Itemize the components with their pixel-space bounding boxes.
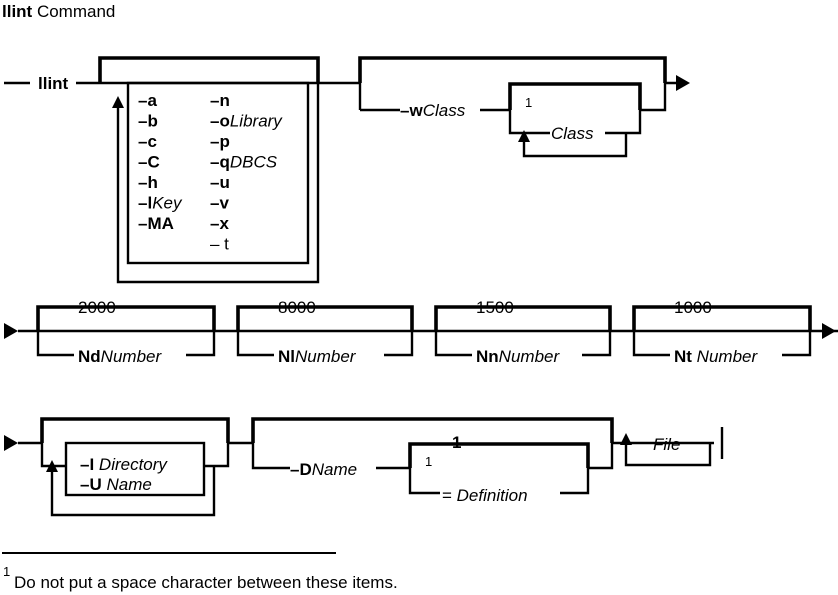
file-repeat-loop (624, 443, 712, 467)
row2-start-arrow (4, 323, 18, 339)
w-class-option: –wClass (400, 101, 466, 120)
numeric-option: 1000 Nt Number (632, 298, 812, 366)
flag-item: – t (210, 235, 229, 254)
w-branch-right (640, 81, 676, 112)
iu-box (64, 441, 206, 497)
def-default-path (408, 442, 590, 468)
def-branch-right (560, 468, 590, 495)
option-branch-right (384, 331, 414, 357)
flags-repeat-arrow (112, 96, 124, 108)
flag-item: –v (210, 194, 229, 213)
option-label: NdNumber (78, 347, 162, 366)
flags-box (126, 81, 310, 265)
eq-definition-option: = Definition (442, 486, 528, 505)
option-branch-left (632, 331, 670, 357)
flag-item: –oLibrary (210, 112, 283, 131)
flag-item: –h (138, 173, 158, 192)
class-line-in (508, 110, 550, 135)
flag-item: –u (210, 173, 230, 192)
default-path (434, 305, 612, 331)
row1-continue-arrow (676, 75, 690, 91)
default-value: 2000 (78, 298, 116, 317)
flag-item: –MA (138, 214, 174, 233)
option-label: Nt Number (674, 347, 758, 366)
u-name-option: –U Name (80, 475, 152, 494)
flag-item: –n (210, 91, 230, 110)
class-repeat-loop (522, 133, 628, 158)
footnote-mark: 1 (3, 564, 10, 579)
option-branch-left (434, 331, 472, 357)
def-branch-left (408, 468, 440, 495)
default-path (236, 305, 414, 331)
flag-item: –lKey (138, 194, 183, 213)
file-item: File (653, 435, 680, 454)
iu-branch-left (40, 443, 66, 468)
option-branch-right (782, 331, 812, 357)
default-value: 1500 (476, 298, 514, 317)
d-bypass-path (251, 417, 614, 443)
class-footnote-ref: 1 (525, 95, 532, 110)
flag-item: –b (138, 112, 158, 131)
iu-bypass-path (40, 417, 230, 443)
default-path (632, 305, 812, 331)
flag-item: –x (210, 214, 229, 233)
flag-item: –C (138, 153, 160, 172)
d-branch-left (251, 443, 290, 470)
command-name: llint (38, 74, 69, 93)
flag-item: –c (138, 132, 157, 151)
flag-item: –a (138, 91, 157, 110)
flags-repeat-loop (116, 83, 320, 284)
option-branch-right (186, 331, 216, 357)
def-default-value: 1 (452, 433, 461, 452)
option-label: NlNumber (278, 347, 357, 366)
diagram-title: llint Command (2, 2, 115, 21)
iu-repeat-arrow (46, 460, 58, 472)
i-directory-option: –I Directory (80, 455, 168, 474)
w-bypass-path (358, 56, 667, 83)
class-line-out (605, 110, 642, 135)
flag-item: –p (210, 132, 230, 151)
class-repeat-arrow (518, 130, 530, 142)
iu-branch-right (204, 443, 230, 468)
flags-column-1: –a –b–c –C–h –lKey–MA (138, 91, 183, 233)
d-name-option: –DName (290, 460, 357, 479)
flags-column-2: –n –oLibrary–p –qDBCS–u –v–x – t (210, 91, 283, 254)
class-item: Class (551, 124, 594, 143)
option-branch-right (582, 331, 612, 357)
d-branch-right (588, 443, 614, 470)
option-branch-left (36, 331, 74, 357)
default-value: 1000 (674, 298, 712, 317)
flag-item: –qDBCS (210, 153, 278, 172)
iu-repeat-loop (50, 466, 216, 517)
def-footnote-ref: 1 (425, 454, 432, 469)
row2-continue-arrow (822, 323, 836, 339)
default-value: 8000 (278, 298, 316, 317)
default-path (36, 305, 216, 331)
row3-start-arrow (4, 435, 18, 451)
class-bypass-path (508, 82, 642, 110)
file-repeat-arrow (620, 433, 632, 445)
option-branch-left (236, 331, 274, 357)
flags-bypass-path (98, 56, 320, 83)
w-branch-left (340, 81, 362, 110)
option-label: NnNumber (476, 347, 560, 366)
footnote-text: Do not put a space character between the… (14, 573, 398, 592)
